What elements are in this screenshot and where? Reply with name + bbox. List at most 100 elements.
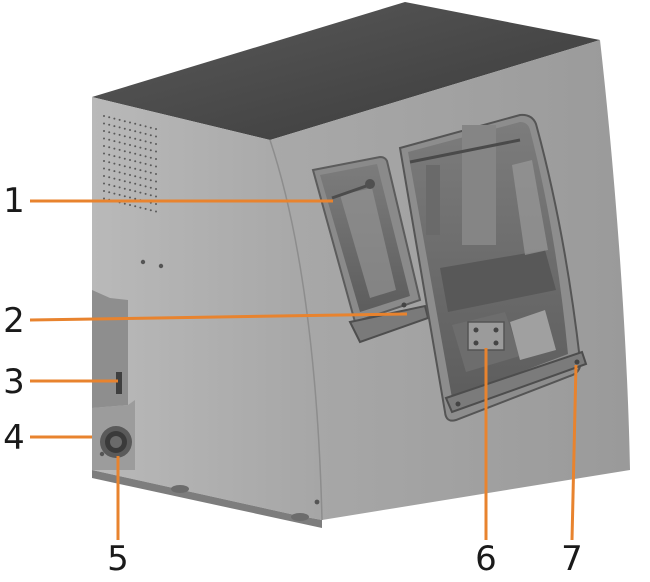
vent-hole <box>118 163 121 166</box>
vent-hole <box>129 151 131 154</box>
vent-hole <box>155 203 157 205</box>
vent-hole <box>108 146 111 149</box>
vent-hole <box>108 138 111 141</box>
vent-hole <box>123 157 126 160</box>
vent-hole <box>103 175 105 177</box>
vent-hole <box>139 139 142 142</box>
interior-rail <box>409 138 521 164</box>
vent-hole <box>129 144 131 146</box>
leader-line-7 <box>570 364 578 541</box>
vent-hole <box>134 175 137 178</box>
vent-hole <box>139 124 142 127</box>
vent-hole <box>113 170 116 173</box>
side-screw <box>140 259 146 265</box>
vent-hole <box>139 206 142 209</box>
front-screw <box>314 499 320 505</box>
vent-hole <box>129 166 131 169</box>
machine-side-panel <box>92 97 322 520</box>
vent-hole <box>149 141 152 144</box>
vent-hole <box>103 130 105 132</box>
vent-hole <box>134 145 137 148</box>
vent-hole <box>139 154 142 157</box>
vent-hole <box>129 181 131 184</box>
vent-hole <box>155 165 157 168</box>
vent-hole <box>144 177 147 180</box>
vent-hole <box>149 164 152 167</box>
vent-hole <box>103 145 105 147</box>
vent-hole <box>123 187 126 190</box>
vent-hole <box>129 129 131 131</box>
vent-hole <box>108 191 111 194</box>
vent-hole <box>155 158 157 160</box>
vent-hole <box>144 162 147 165</box>
vent-hole <box>118 171 121 174</box>
vent-hole <box>144 147 147 150</box>
vent-hole <box>118 148 121 151</box>
vent-hole <box>108 176 111 179</box>
vent-hole <box>129 189 131 191</box>
callout-6: 6 <box>475 539 497 579</box>
vent-hole <box>155 188 157 190</box>
vent-hole <box>129 196 131 199</box>
vent-hole <box>134 160 137 163</box>
vent-hole <box>155 180 157 183</box>
vent-hole <box>149 194 152 197</box>
vent-hole <box>108 116 111 119</box>
vent-hole <box>118 126 121 129</box>
vent-hole <box>149 126 152 129</box>
vent-hole <box>103 160 105 162</box>
vent-hole <box>118 133 121 136</box>
vent-hole <box>118 118 121 121</box>
callout-5: 5 <box>107 539 129 579</box>
vent-hole <box>139 169 142 172</box>
vent-hole <box>149 179 152 182</box>
vent-hole <box>155 150 157 153</box>
small-door-rod <box>331 182 373 200</box>
interior-rib <box>512 160 548 255</box>
vent-hole <box>155 173 157 175</box>
vent-hole <box>129 159 131 161</box>
callout-1: 1 <box>3 181 25 221</box>
vent-hole <box>144 170 147 173</box>
machine-top-surface <box>92 2 600 140</box>
vent-hole <box>144 155 147 158</box>
vent-hole <box>113 147 116 150</box>
vent-hole <box>123 165 126 168</box>
vent-hole <box>144 207 147 210</box>
vent-hole <box>144 132 147 135</box>
side-screw <box>99 451 105 457</box>
side-screw <box>158 263 164 269</box>
vent-hole <box>103 122 105 125</box>
machine-foot <box>291 513 309 521</box>
vent-hole <box>108 161 111 164</box>
vent-hole <box>118 193 121 196</box>
vent-hole <box>103 167 105 170</box>
vent-hole <box>123 150 126 153</box>
large-door-screw <box>455 401 461 407</box>
vent-hole <box>134 137 137 140</box>
vent-hole <box>134 152 137 155</box>
vent-hole <box>144 185 147 188</box>
vent-hole <box>123 142 126 145</box>
vent-hole <box>103 197 105 200</box>
vent-hole <box>103 190 105 192</box>
vent-hole <box>155 128 157 130</box>
vent-hole <box>123 172 126 175</box>
leader-lines <box>29 199 578 541</box>
vent-hole <box>144 140 147 143</box>
vent-hole <box>123 195 126 198</box>
vent-hole <box>139 161 142 164</box>
leader-line-2 <box>29 312 408 322</box>
vent-hole <box>149 156 152 159</box>
small-door-screw <box>401 302 407 308</box>
vent-hole <box>103 137 105 140</box>
ventilation-grille <box>103 115 157 213</box>
interior-column <box>462 125 496 245</box>
vent-hole <box>118 156 121 159</box>
vent-hole <box>139 176 142 179</box>
vent-hole <box>129 174 131 176</box>
vent-hole <box>149 171 152 174</box>
vent-hole <box>113 140 116 143</box>
vent-hole <box>108 123 111 126</box>
vent-hole <box>134 130 137 133</box>
